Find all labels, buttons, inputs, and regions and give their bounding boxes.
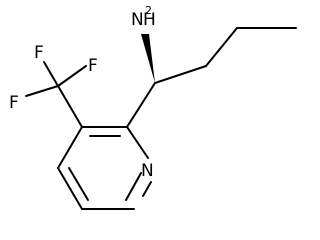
- wedge-bond-amine: [141, 34, 155, 83]
- bond-cf3-f-top-right: [57, 65, 87, 87]
- trifluoromethyl-group: F F F: [9, 43, 98, 128]
- bond-chiral-pyridine: [126, 82, 156, 128]
- double-bond-inner-c6-n: [125, 172, 142, 201]
- ring-bond-c6-n: [142, 181, 152, 197]
- bond-c3-cf3: [57, 85, 83, 128]
- molecule-structure: N H 2 N F F F: [9, 4, 297, 210]
- amine-label: N H 2: [131, 4, 156, 30]
- fluorine-label-top-left: F: [34, 43, 44, 63]
- ring-bond-c3-c4: [57, 126, 83, 169]
- pyridine-ring: [57, 126, 152, 210]
- pyridine-n-label: N: [141, 161, 154, 181]
- bond-c1-c2: [205, 27, 238, 67]
- double-bond-inner-c4-c5: [68, 167, 89, 201]
- amine-n-text: N: [131, 10, 144, 30]
- ring-bond-n-c2: [126, 126, 149, 159]
- fluorine-label-left: F: [9, 93, 19, 113]
- ring-bond-c4-c5: [57, 167, 83, 210]
- bond-chiral-c1: [154, 65, 207, 84]
- bond-cf3-f-left: [25, 85, 59, 97]
- amine-h-subscript: 2: [145, 4, 152, 17]
- amine-h-text: H: [143, 10, 156, 30]
- bond-cf3-f-top-left: [43, 61, 59, 87]
- fluorine-label-top-right: F: [88, 56, 98, 76]
